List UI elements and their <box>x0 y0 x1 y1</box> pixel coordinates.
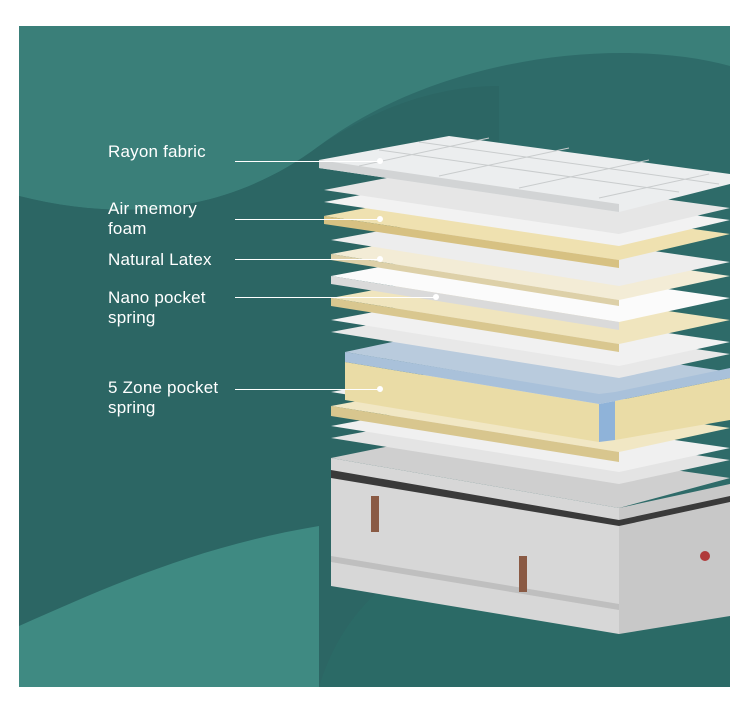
brand-badge <box>700 551 710 561</box>
callout-label-natural-latex: Natural Latex <box>108 250 212 270</box>
callout-label-nano-pocket-spring: Nano pocket spring <box>108 288 206 328</box>
callout-dot-5-zone-pocket-spring <box>377 386 383 392</box>
mattress-layer-illustration <box>19 26 730 687</box>
callout-line-natural-latex <box>235 259 381 260</box>
callout-dot-rayon-fabric <box>377 158 383 164</box>
callout-dot-air-memory-foam <box>377 216 383 222</box>
callout-dot-natural-latex <box>377 256 383 262</box>
callout-line-5-zone-pocket-spring <box>235 389 381 390</box>
callout-line-air-memory-foam <box>235 219 381 220</box>
product-image: Rayon fabric Air memory foam Natural Lat… <box>19 26 730 687</box>
handle-strap <box>519 556 527 592</box>
callout-label-5-zone-pocket-spring: 5 Zone pocket spring <box>108 378 218 418</box>
callout-label-rayon-fabric: Rayon fabric <box>108 142 206 162</box>
callout-label-air-memory-foam: Air memory foam <box>108 199 197 239</box>
callout-line-rayon-fabric <box>235 161 381 162</box>
handle-strap <box>371 496 379 532</box>
callout-dot-nano-pocket-spring <box>433 294 439 300</box>
callout-line-nano-pocket-spring <box>235 297 435 298</box>
